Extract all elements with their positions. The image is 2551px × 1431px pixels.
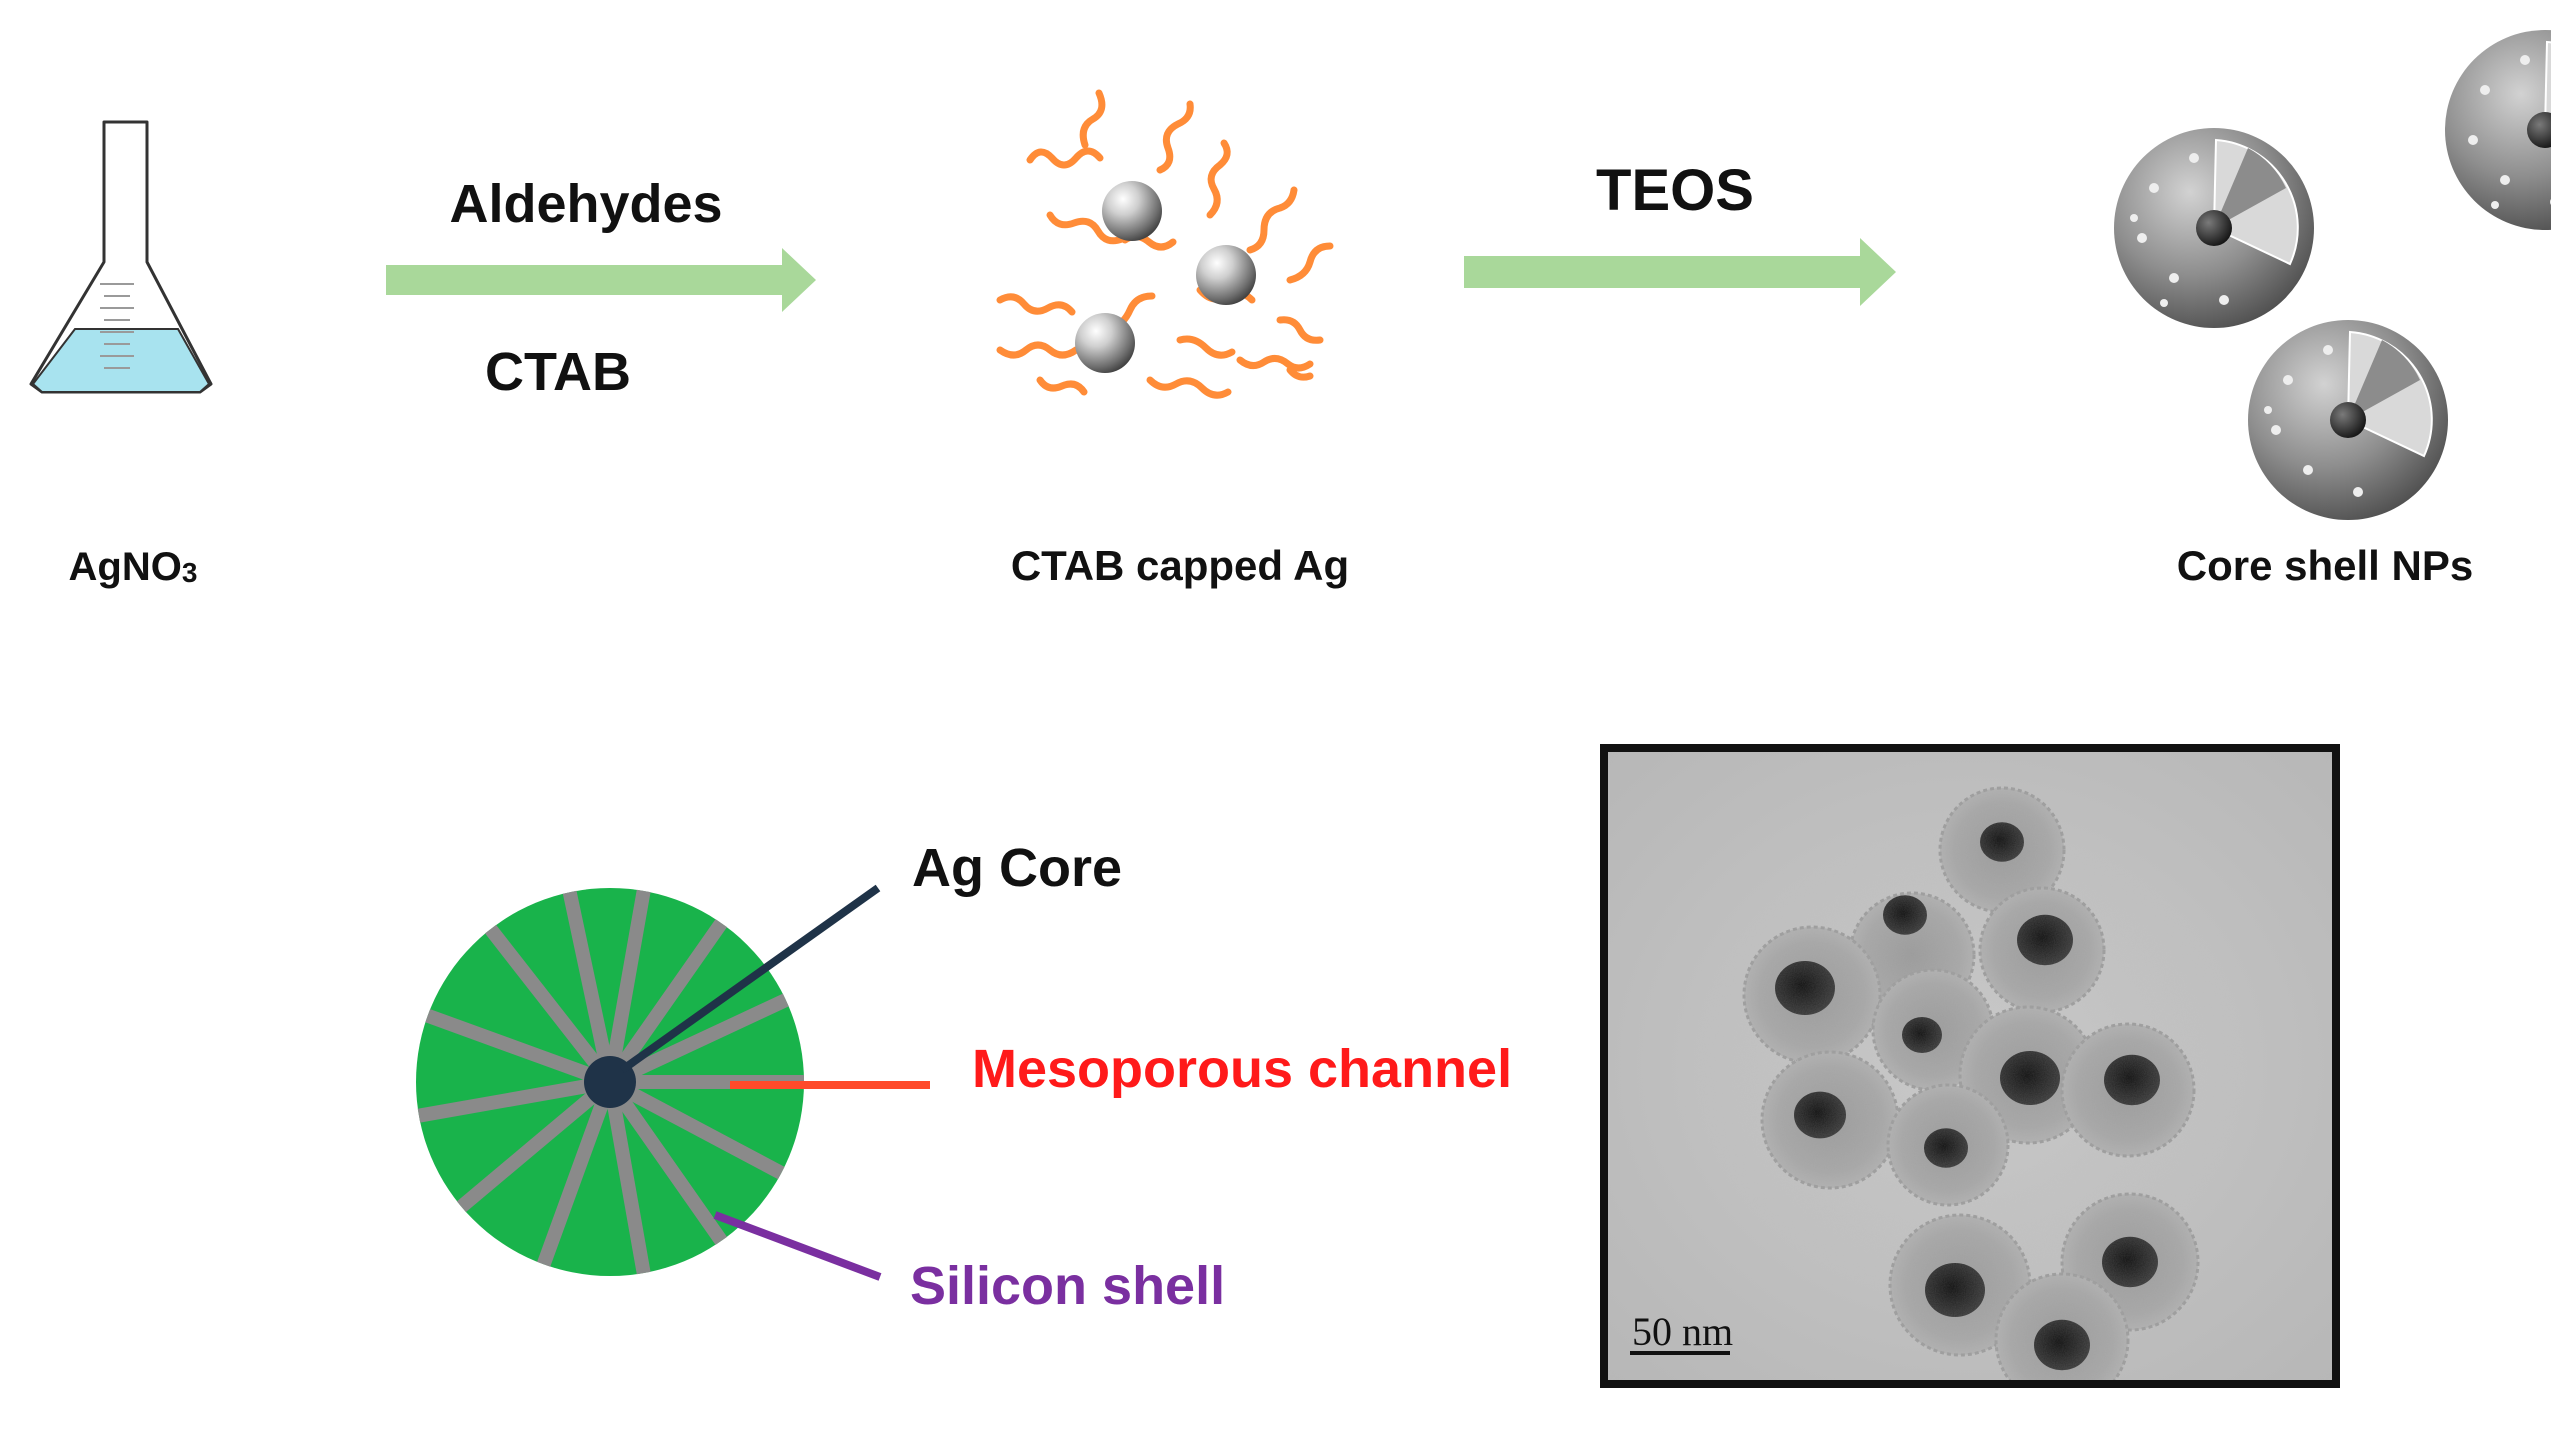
core-shell-nanoparticle [2445, 30, 2551, 230]
ag-core-label: Ag Core [912, 838, 1122, 898]
reagent-ctab-label: CTAB [485, 342, 631, 402]
mesoporous-channel [616, 1096, 728, 1245]
mesoporous-channel [417, 1078, 590, 1123]
mesoporous-channel [537, 1100, 610, 1267]
tem-micrograph: 50 nm [1600, 744, 2340, 1388]
core-shell-nps-label: Core shell NPs [2177, 542, 2473, 589]
silicon-shell-leader-line [713, 1211, 882, 1281]
tem-frame [1600, 744, 2340, 1388]
mesoporous-channel [606, 889, 651, 1062]
start-label-subscript: 3 [182, 557, 198, 588]
mesoporous-channel [562, 890, 613, 1062]
core-shell-nanoparticle [2114, 128, 2314, 328]
reaction-arrow-1 [386, 248, 816, 312]
start-material-label: AgNO3 [69, 545, 198, 589]
core-shell-structure-diagram [416, 884, 930, 1281]
mesoporous-channel [616, 919, 728, 1068]
reaction-arrow-2 [1464, 238, 1896, 306]
mesoporous-channel [425, 1009, 592, 1082]
ctab-chains [996, 89, 1334, 399]
flask-liquid [31, 328, 211, 393]
ctab-capped-ag-illustration [996, 89, 1334, 399]
scale-bar-label: 50 nm [1632, 1309, 1733, 1354]
mesoporous-channel [626, 1086, 785, 1180]
reagent-aldehydes-label: Aldehydes [449, 174, 722, 234]
ag-particle [1196, 245, 1256, 305]
core-shell-nanoparticle [2248, 320, 2448, 520]
mesoporous-channel [456, 1090, 598, 1213]
ctab-capped-ag-label: CTAB capped Ag [1011, 542, 1349, 589]
mesoporous-channel [606, 1102, 651, 1275]
mesoporous-channel [626, 993, 789, 1080]
ag-particle [1075, 313, 1135, 373]
flask-icon [29, 120, 213, 394]
reagent-teos-label: TEOS [1596, 158, 1754, 223]
mesoporous-channel [485, 924, 602, 1069]
silicon-shell-label: Silicon shell [910, 1256, 1225, 1316]
start-label-main: AgNO [69, 545, 182, 589]
mesoporous-channel-label: Mesoporous channel [972, 1039, 1512, 1099]
ag-particle [1102, 181, 1162, 241]
ag-core-leader-line [619, 884, 881, 1074]
